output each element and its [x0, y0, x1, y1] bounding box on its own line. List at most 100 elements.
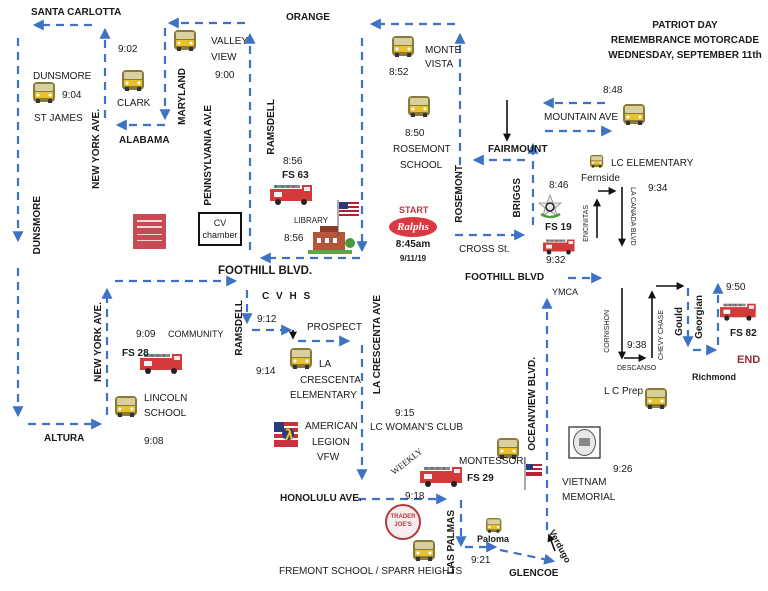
school-bus-icon: [413, 540, 435, 561]
stop-fremont-name: FREMONT SCHOOL / SPARR HEIGHTS: [279, 566, 463, 577]
street-santa-carlotta: SANTA CARLOTTA: [31, 7, 122, 18]
street-pennsylvania: PENNSYLVANIA AV.E: [203, 105, 214, 206]
stop-clark-time: 9:02: [118, 44, 138, 55]
toyota-ad: [133, 214, 166, 249]
street-rosemont: ROSEMONT: [454, 165, 465, 223]
stop-cvhs-name: C V H S: [262, 291, 313, 302]
street-chevy-chase: CHEVY CHASE: [658, 310, 665, 361]
american-legion-icon: [274, 422, 298, 447]
fire-truck-icon: [269, 184, 313, 206]
stop-vietnam-memorial-time: 9:26: [613, 464, 633, 475]
stop-monte-vista-name-1: MONTE: [425, 45, 462, 56]
street-foothill-blvd-east: FOOTHILL BLVD: [465, 272, 545, 283]
stop-community-name: COMMUNITY: [168, 329, 224, 339]
stop-fs29-time: 9:18: [405, 491, 425, 502]
stop-fs28-name: FS 28: [122, 348, 149, 359]
stop-dunsmore-time: 9:04: [62, 90, 82, 101]
stop-fs82-name: FS 82: [730, 328, 757, 339]
end-label: END: [737, 354, 761, 366]
cv-chamber-line-1: CV: [213, 218, 227, 228]
street-gould: Gould: [674, 307, 685, 336]
stop-la-crescenta-elem-time: 9:14: [256, 366, 276, 377]
stop-la-crescenta-elem-name-3: ELEMENTARY: [290, 390, 357, 401]
stop-lc-elementary-name: LC ELEMENTARY: [611, 158, 694, 169]
stop-fs82-time: 9:50: [726, 282, 746, 293]
stop-lincoln-name-1: LINCOLN: [144, 393, 188, 404]
turn-arrows: [289, 100, 685, 552]
stop-library-time: 8:56: [284, 233, 304, 244]
street-altura: ALTURA: [44, 433, 85, 444]
stop-lincoln-time: 9:08: [144, 436, 164, 447]
fire-truck-icon: [542, 239, 575, 255]
fire-truck-icon: [719, 303, 757, 322]
stop-fs19-time: 9:32: [546, 255, 566, 266]
stop-mountain-ave-time: 8:48: [603, 85, 623, 96]
stop-lc-womans-club-time: 9:15: [395, 408, 415, 419]
vietnam-memorial-seal: [568, 426, 601, 459]
stop-american-legion-name-1: AMERICAN: [305, 421, 358, 432]
cv-chamber-box: CV chamber: [198, 212, 242, 246]
stop-la-crescenta-elem-name-2: CRESCENTA: [300, 375, 361, 386]
fire-truck-icon: [419, 466, 463, 488]
street-cross-st: CROSS St.: [459, 244, 510, 255]
stop-american-legion-name-3: VFW: [317, 452, 340, 463]
stop-library-name: LIBRARY: [294, 216, 329, 225]
stop-rosemont-school-name-1: ROSEMONT: [393, 144, 451, 155]
title-line-2: REMEMBRANCE MOTORCADE: [610, 35, 760, 46]
ralphs-logo-text: Ralphs: [397, 221, 429, 233]
street-richmond: Richmond: [692, 372, 736, 382]
sheriff-star-icon: [537, 193, 563, 219]
street-paloma: Paloma: [477, 534, 510, 544]
stop-fs19-name: FS 19: [545, 222, 572, 233]
stop-ymca-name: YMCA: [552, 287, 579, 297]
title-line-1: PATRIOT DAY: [652, 20, 718, 31]
stop-valley-view-time: 9:00: [215, 70, 235, 81]
stop-monte-vista-name-2: VISTA: [425, 59, 454, 70]
start-time: 8:45am: [395, 239, 431, 250]
school-bus-icon: [115, 396, 137, 417]
stop-valley-view-name-2: VIEW: [211, 52, 237, 63]
route-glencoe-southeast: [499, 548, 556, 565]
stop-american-legion-name-2: LEGION: [312, 437, 350, 448]
school-bus-icon: [290, 348, 312, 369]
route-lines: [12, 17, 724, 565]
street-mountain-ave: MOUNTAIN AVE: [544, 112, 619, 123]
street-georgian: Georgian: [694, 295, 705, 339]
ralphs-logo: [389, 217, 437, 237]
street-honolulu-ave: HONOLULU AVE.: [280, 493, 362, 504]
stop-lc-prep-time: 9:38: [627, 340, 647, 351]
stop-st-james-name: ST JAMES: [34, 113, 83, 124]
street-la-canada-blvd: LA CANADA BLVD: [629, 187, 637, 246]
street-cornishon: CORNISHON: [604, 310, 611, 353]
stop-sheriff-time: 8:46: [549, 180, 569, 191]
stop-fs29-name: FS 29: [467, 473, 494, 484]
street-dunsmore: DUNSMORE: [32, 196, 43, 255]
school-bus-icon: [408, 96, 430, 117]
street-new-york-ave-2: NEW YORK AVE.: [93, 302, 104, 382]
street-briggs: BRIGGS: [512, 178, 523, 218]
stop-cvhs-time: 9:12: [257, 314, 277, 325]
street-alabama: ALABAMA: [119, 135, 170, 146]
title-line-3: WEDNESDAY, SEPTEMBER 11th: [608, 50, 762, 61]
street-fairmount: FAIRMOUNT: [488, 144, 548, 155]
stop-monte-vista-time: 8:52: [389, 67, 409, 78]
street-descanso: DESCANSO: [617, 365, 657, 372]
street-fernside: Fernside: [581, 173, 620, 184]
street-la-crescenta-ave: LA CRESCENTA AVE: [372, 295, 383, 395]
street-foothill-blvd: FOOTHILL BLVD.: [218, 265, 313, 277]
street-new-york-ave: NEW YORK AVE.: [91, 109, 102, 189]
stop-clark-name: CLARK: [117, 98, 151, 109]
start-label: START: [399, 205, 429, 215]
stop-lc-elementary-time: 9:34: [648, 183, 668, 194]
stop-dunsmore-name: DUNSMORE: [33, 71, 92, 82]
library-building-icon: [308, 226, 355, 254]
school-bus-icon: [392, 36, 414, 57]
arrow-verdugo-up: [547, 533, 556, 552]
stop-fs63-time: 8:56: [283, 156, 303, 167]
stop-fs63-name: FS 63: [282, 170, 309, 181]
american-flag-icon: [337, 200, 359, 236]
school-bus-icon: [33, 82, 55, 103]
school-bus-icon: [174, 30, 196, 51]
street-maryland: MARYLAND: [177, 68, 188, 125]
